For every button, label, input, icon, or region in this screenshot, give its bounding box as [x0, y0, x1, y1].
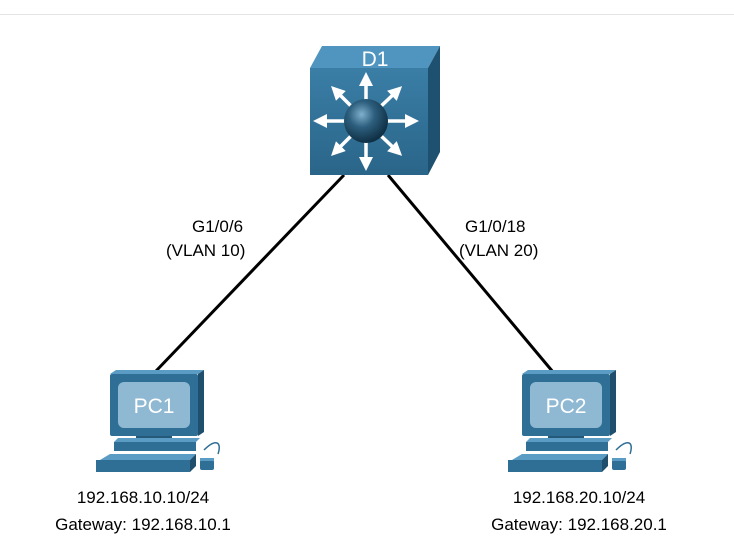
link-2-vlan-label: (VLAN 20): [459, 241, 538, 260]
switch-d1[interactable]: D1: [310, 46, 440, 175]
link-1-interface-label: G1/0/6: [192, 217, 243, 236]
pc2-name: PC2: [546, 395, 587, 418]
host-pc1[interactable]: PC1: [96, 370, 220, 472]
link-1-vlan-label: (VLAN 10): [166, 241, 245, 260]
multilayer-switch-icon: [310, 46, 440, 175]
top-divider: [0, 14, 734, 15]
host-pc2[interactable]: PC2: [508, 370, 632, 472]
link-d1-pc1: [154, 173, 346, 373]
switch-d1-name: D1: [362, 48, 389, 71]
pc1-gateway-label: Gateway: 192.168.10.1: [55, 515, 231, 534]
pc-icon: [508, 370, 632, 472]
link-d1-pc2: [386, 174, 555, 373]
pc2-ip-label: 192.168.20.10/24: [513, 488, 645, 507]
pc-icon: [96, 370, 220, 472]
pc1-name: PC1: [134, 395, 175, 418]
pc2-gateway-label: Gateway: 192.168.20.1: [491, 515, 667, 534]
link-2-interface-label: G1/0/18: [465, 217, 526, 236]
pc1-ip-label: 192.168.10.10/24: [77, 488, 209, 507]
